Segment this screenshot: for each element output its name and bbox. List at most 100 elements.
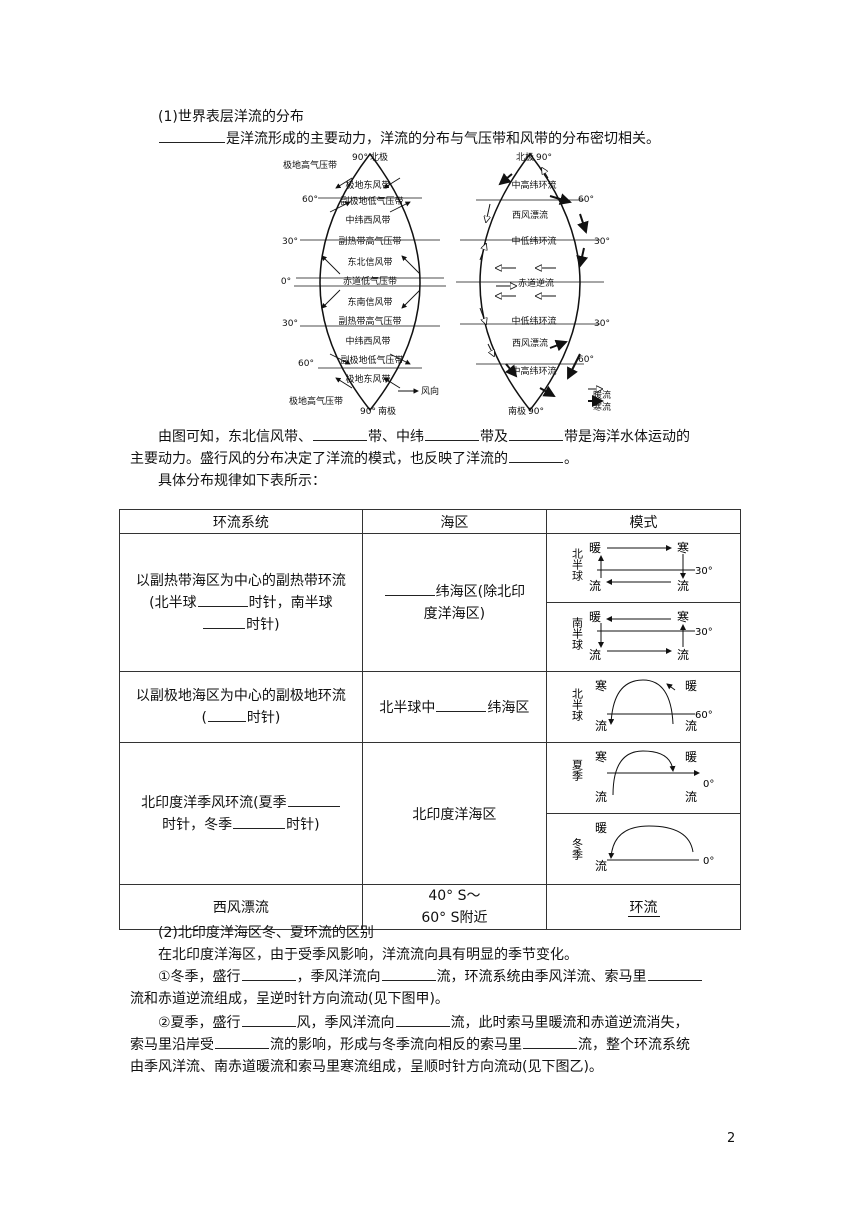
svg-text:寒: 寒 <box>677 540 689 555</box>
svg-text:0°: 0° <box>703 856 714 867</box>
fill-blank[interactable] <box>203 614 246 629</box>
current-label: 中高纬环流 <box>511 179 556 191</box>
belt-label: 极地东风带 <box>345 179 390 191</box>
page-number: 2 <box>727 1131 736 1146</box>
fill-blank[interactable] <box>384 581 435 596</box>
svg-text:流: 流 <box>677 579 689 593</box>
table-cell-mode: 夏季 寒 暖 流 流 0° <box>546 742 741 814</box>
table-cell-mode: 北半球 暖 寒 流 流 30° <box>546 533 741 603</box>
fill-blank[interactable] <box>509 426 563 441</box>
table-cell-system: 北印度洋季风环流(夏季 时针，冬季时针) <box>119 742 363 885</box>
table-cell-mode: 北半球 寒 暖 流 流 60° <box>546 671 741 743</box>
table-cell-sea: 北半球中纬海区 <box>361 671 548 743</box>
fill-blank[interactable] <box>381 966 436 981</box>
table-header: 模式 <box>546 509 741 534</box>
svg-text:流: 流 <box>677 648 689 662</box>
table-cell-system: 以副热带海区为中心的副热带环流 (北半球时针，南半球 时针) <box>119 533 363 672</box>
table-cell-sea: 纬海区(除北印 度洋海区) <box>361 533 548 672</box>
fill-blank[interactable] <box>425 426 479 441</box>
legend-cold-label: 寒流 <box>593 401 611 413</box>
svg-text:流: 流 <box>685 790 697 804</box>
svg-text:暖: 暖 <box>589 541 601 555</box>
section2-line4: ②夏季，盛行风，季风洋流向流，此时索马里暖流和赤道逆流消失， <box>158 1012 689 1034</box>
mode-diagram-nh-subtropical: 北半球 暖 寒 流 流 30° <box>570 540 713 593</box>
section2-title: (2)北印度洋海区冬、夏环流的区别 <box>158 925 374 941</box>
fill-blank[interactable] <box>233 814 286 829</box>
current-label: 西风漂流 <box>512 209 548 221</box>
lat-label: 30° <box>282 237 298 247</box>
svg-text:北半球: 北半球 <box>570 548 583 581</box>
table-cell-mode: 环流 <box>546 884 741 930</box>
mode-diagram-sh-subtropical: 南半球 暖 寒 流 流 30° <box>570 609 713 662</box>
current-label: 赤道逆流 <box>518 277 554 289</box>
para3: 具体分布规律如下表所示： <box>158 473 326 489</box>
svg-text:30°: 30° <box>695 566 713 577</box>
table-header: 环流系统 <box>119 509 363 534</box>
fill-blank[interactable] <box>207 707 246 722</box>
svg-text:流: 流 <box>589 648 601 662</box>
para2-line1: 由图可知，东北信风带、带、中纬带及带是海洋水体运动的 <box>158 426 690 448</box>
belt-label: 中纬西风带 <box>345 335 390 347</box>
fill-blank[interactable] <box>436 697 487 712</box>
fill-blank[interactable] <box>241 1012 296 1027</box>
svg-text:流: 流 <box>595 719 607 733</box>
svg-text:0°: 0° <box>703 779 714 790</box>
lat-label: 0° <box>281 277 291 287</box>
left-globe-outline <box>319 152 421 412</box>
fill-blank[interactable] <box>241 966 296 981</box>
fill-blank[interactable] <box>287 792 340 807</box>
mode-diagram-subpolar: 北半球 寒 暖 流 流 60° <box>570 678 712 733</box>
table-header: 海区 <box>361 509 548 534</box>
current-label: 中高纬环流 <box>511 365 556 377</box>
belt-label: 极地高气压带 <box>283 159 337 171</box>
fill-blank[interactable] <box>395 1012 450 1027</box>
mode-diagram-summer: 夏季 寒 暖 流 流 0° <box>570 749 714 804</box>
fill-blank[interactable] <box>159 128 225 143</box>
table-cell-mode: 南半球 暖 寒 流 流 30° <box>546 602 741 672</box>
lat-label: 60° <box>578 195 594 205</box>
section2-line2: ①冬季，盛行，季风洋流向流，环流系统由季风洋流、索马里 <box>158 966 703 988</box>
right-lat-lines <box>456 199 604 365</box>
lat-label: 30° <box>594 319 610 329</box>
belt-label: 副极地低气压带 <box>340 195 403 207</box>
wind-arrows <box>321 177 421 394</box>
fill-blank[interactable] <box>523 1034 577 1049</box>
svg-text:北半球: 北半球 <box>570 688 583 721</box>
pressure-wind-current-figure: 90°北极 极地高气压带 极地东风带 副极地低气压带 中纬西风带 副热带高气压带… <box>281 151 611 417</box>
legend-warm-label: 暖流 <box>593 389 611 401</box>
belt-label: 赤道低气压带 <box>343 275 397 287</box>
svg-text:寒: 寒 <box>595 678 607 693</box>
left-belt-lines <box>294 197 446 369</box>
warm-current-arrows <box>479 168 602 389</box>
svg-text:流: 流 <box>685 719 697 733</box>
fill-blank[interactable] <box>197 592 248 607</box>
lat-label: 60° <box>302 195 318 205</box>
lat-label: 30° <box>282 319 298 329</box>
lat-label: 30° <box>594 237 610 247</box>
fill-blank[interactable] <box>509 448 563 463</box>
fill-blank[interactable] <box>215 1034 269 1049</box>
belt-label: 极地高气压带 <box>289 395 343 407</box>
belt-label: 东南信风带 <box>347 296 392 308</box>
svg-text:流: 流 <box>595 790 607 804</box>
svg-text:冬季: 冬季 <box>570 837 583 861</box>
fill-blank[interactable] <box>313 426 367 441</box>
svg-text:流: 流 <box>595 859 607 873</box>
svg-text:暖: 暖 <box>595 821 607 835</box>
cold-current-arrows <box>498 172 604 407</box>
belt-label: 东北信风带 <box>347 256 392 268</box>
svg-text:南半球: 南半球 <box>570 617 583 650</box>
svg-text:寒: 寒 <box>595 749 607 764</box>
section2-line3: 流和赤道逆流组成，呈逆时针方向流动(见下图甲)。 <box>130 991 449 1007</box>
svg-text:寒: 寒 <box>677 609 689 624</box>
wind-legend-label: 风向 <box>421 385 439 397</box>
section1-title: (1)世界表层洋流的分布 <box>158 109 304 125</box>
fill-blank[interactable] <box>647 966 702 981</box>
belt-label: 极地东风带 <box>345 373 390 385</box>
current-label: 西风漂流 <box>512 337 548 349</box>
belt-label: 副热带高气压带 <box>338 235 401 247</box>
current-label: 中低纬环流 <box>511 235 556 247</box>
svg-text:30°: 30° <box>695 627 713 638</box>
belt-label: 副热带高气压带 <box>338 315 401 327</box>
